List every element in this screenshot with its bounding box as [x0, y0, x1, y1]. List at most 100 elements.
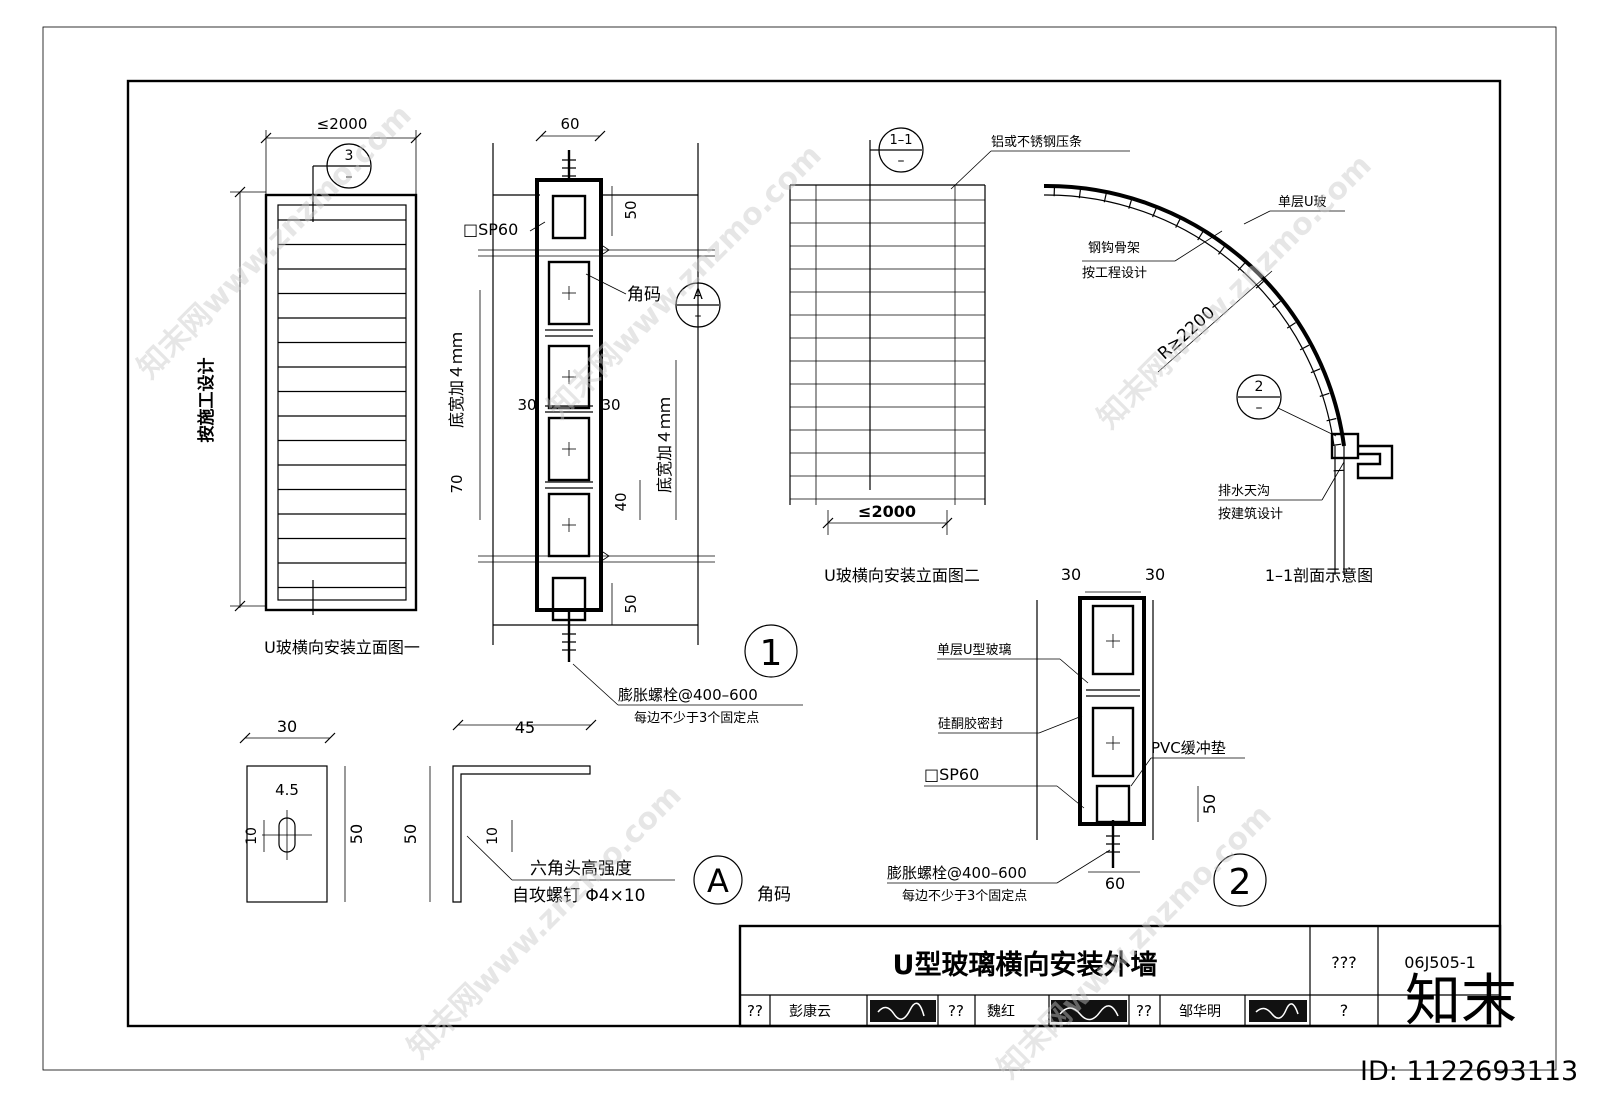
- svg-text:–: –: [898, 153, 905, 169]
- svg-text:30: 30: [601, 396, 620, 414]
- svg-text:1–1: 1–1: [889, 133, 912, 148]
- svg-text:50: 50: [622, 594, 640, 613]
- drawing-line: [1310, 368, 1321, 374]
- svg-text:50: 50: [347, 824, 366, 844]
- view2-caption: U玻横向安装立面图二: [824, 566, 980, 585]
- glass-profile: [547, 260, 591, 326]
- svg-text:单层U型玻璃: 单层U型玻璃: [937, 643, 1012, 658]
- svg-text:???: ???: [1331, 953, 1356, 972]
- svg-text:排水天沟: 排水天沟: [1218, 484, 1270, 499]
- svg-text:知末网www.znzmo.com: 知末网www.znzmo.com: [991, 798, 1279, 1086]
- svg-text:硅酮胶密封: 硅酮胶密封: [938, 716, 1003, 732]
- svg-text:30: 30: [277, 717, 297, 736]
- detail1-number-circle: [744, 624, 798, 678]
- signature-3: [1249, 1000, 1307, 1022]
- detail2-number-circle: [1213, 853, 1267, 907]
- svg-text:??: ??: [747, 1002, 763, 1020]
- svg-text:六角头高强度: 六角头高强度: [530, 859, 632, 879]
- callout-2: [1236, 374, 1282, 420]
- svg-text:A: A: [707, 862, 729, 900]
- drawing-line: [1078, 188, 1082, 199]
- svg-text:??: ??: [1136, 1002, 1152, 1020]
- drawing-line: [1175, 218, 1181, 228]
- detail-2: 30 30 50 60 单层U型玻璃 硅酮胶密封 PVC缓冲垫 □SP60 膨胀…: [887, 565, 1267, 907]
- svg-text:70: 70: [448, 474, 466, 493]
- svg-text:钢钩骨架: 钢钩骨架: [1088, 241, 1140, 256]
- view1-glass-courses: [278, 219, 406, 589]
- svg-text:按工程设计: 按工程设计: [1082, 266, 1147, 281]
- view1-height-note: 按施工设计: [196, 358, 217, 443]
- svg-text:30: 30: [1145, 565, 1165, 584]
- svg-text:魏红: 魏红: [987, 1004, 1015, 1020]
- section-1-1: 单层U玻 钢钩骨架 按工程设计 R≥2200 2 – 排水天沟 按建筑设计 1–…: [1043, 183, 1394, 585]
- section-caption: 1–1剖面示意图: [1265, 566, 1373, 585]
- svg-text:彭康云: 彭康云: [789, 1003, 831, 1020]
- detail1-corner-label: 角码: [627, 285, 661, 305]
- svg-text:PVC缓冲垫: PVC缓冲垫: [1151, 739, 1226, 757]
- svg-text:2: 2: [1255, 379, 1264, 395]
- drawing-line: [1197, 231, 1204, 241]
- glass-profile: [547, 344, 591, 410]
- svg-text:–: –: [695, 308, 702, 324]
- drawing-line: [1272, 300, 1281, 308]
- svg-text:60: 60: [1105, 874, 1125, 893]
- detail-a-corner-bracket: 30 4.5 10 50 45 50 10 六角头高强度 自攻螺钉 Φ4×10 …: [239, 717, 791, 906]
- svg-text:知末网www.znzmo.com: 知末网www.znzmo.com: [1091, 148, 1379, 436]
- view2-strip-label: 铝或不锈钢压条: [991, 134, 1082, 150]
- view1-width-dim: ≤2000: [317, 115, 368, 133]
- drawing-line: [1128, 198, 1133, 209]
- svg-text:≤2000: ≤2000: [858, 502, 916, 521]
- svg-text:50: 50: [622, 200, 640, 219]
- svg-text:角码: 角码: [757, 885, 791, 905]
- svg-text:60: 60: [560, 115, 579, 133]
- svg-text:按建筑设计: 按建筑设计: [1218, 506, 1283, 522]
- detail2-channel: [1078, 596, 1146, 826]
- view1-frame: [264, 193, 418, 612]
- svg-text:单层U玻: 单层U玻: [1278, 195, 1327, 210]
- svg-text:30: 30: [517, 396, 536, 414]
- glass-profile: [1091, 706, 1135, 778]
- svg-text:4.5: 4.5: [275, 781, 299, 799]
- glass-profile: [547, 416, 591, 482]
- bracket-side-view: [452, 765, 591, 903]
- view2-glass-courses: [790, 185, 985, 505]
- svg-text:□SP60: □SP60: [924, 765, 979, 784]
- detail-1: 60 50 50 30 30 70 底宽加４ｍｍ 40 底宽加４ｍｍ □SP60…: [447, 115, 803, 726]
- svg-text:50: 50: [401, 824, 420, 844]
- drawing-number: 06J505-1: [1404, 953, 1476, 972]
- detail1-width-note-2: 底宽加４ｍｍ: [655, 397, 674, 493]
- svg-text:A: A: [693, 287, 703, 303]
- svg-text:45: 45: [515, 718, 535, 737]
- drawing-line: [1326, 417, 1337, 422]
- svg-text:50: 50: [1200, 794, 1219, 814]
- svg-text:每边不少于3个固定点: 每边不少于3个固定点: [902, 888, 1027, 904]
- view1-caption: U玻横向安装立面图一: [264, 638, 420, 657]
- glass-profile: [1091, 604, 1135, 676]
- drawing-line: [1237, 262, 1246, 271]
- drawing-line: [1299, 344, 1310, 351]
- detail1-bolt-note: 膨胀螺栓@400–600: [618, 686, 758, 704]
- svg-text:知末网www.znzmo.com: 知末网www.znzmo.com: [401, 778, 689, 1066]
- svg-text:1: 1: [760, 633, 783, 674]
- detail1-bolt-note-2: 每边不少于3个固定点: [634, 710, 759, 726]
- drain-gutter: [1330, 432, 1360, 460]
- drawing-line: [1286, 322, 1296, 329]
- svg-text:40: 40: [612, 492, 630, 511]
- drawing-line: [1152, 207, 1157, 218]
- watermark-logo: 知末: [1405, 969, 1517, 1034]
- svg-text:30: 30: [1061, 565, 1081, 584]
- svg-text:2: 2: [1229, 862, 1252, 903]
- drawing-line: [1255, 280, 1264, 289]
- title-block: U型玻璃横向安装外墙 ??? 06J505-1 ? ?? 彭康云 ?? 魏红 ?…: [738, 924, 1502, 1028]
- svg-text:?: ?: [1340, 1001, 1349, 1020]
- detail1-width-note-1: 底宽加４ｍｍ: [447, 332, 466, 428]
- detail1-sp60-label: □SP60: [463, 220, 518, 239]
- svg-text:10: 10: [485, 827, 501, 845]
- detail2-glass-profiles: [1086, 604, 1140, 778]
- svg-text:??: ??: [948, 1002, 964, 1020]
- detail2-bolt-note: 膨胀螺栓@400–600: [887, 864, 1027, 882]
- drawing-line: [1319, 392, 1330, 397]
- svg-text:–: –: [1256, 400, 1263, 416]
- detail1-glass-profiles: [545, 260, 593, 558]
